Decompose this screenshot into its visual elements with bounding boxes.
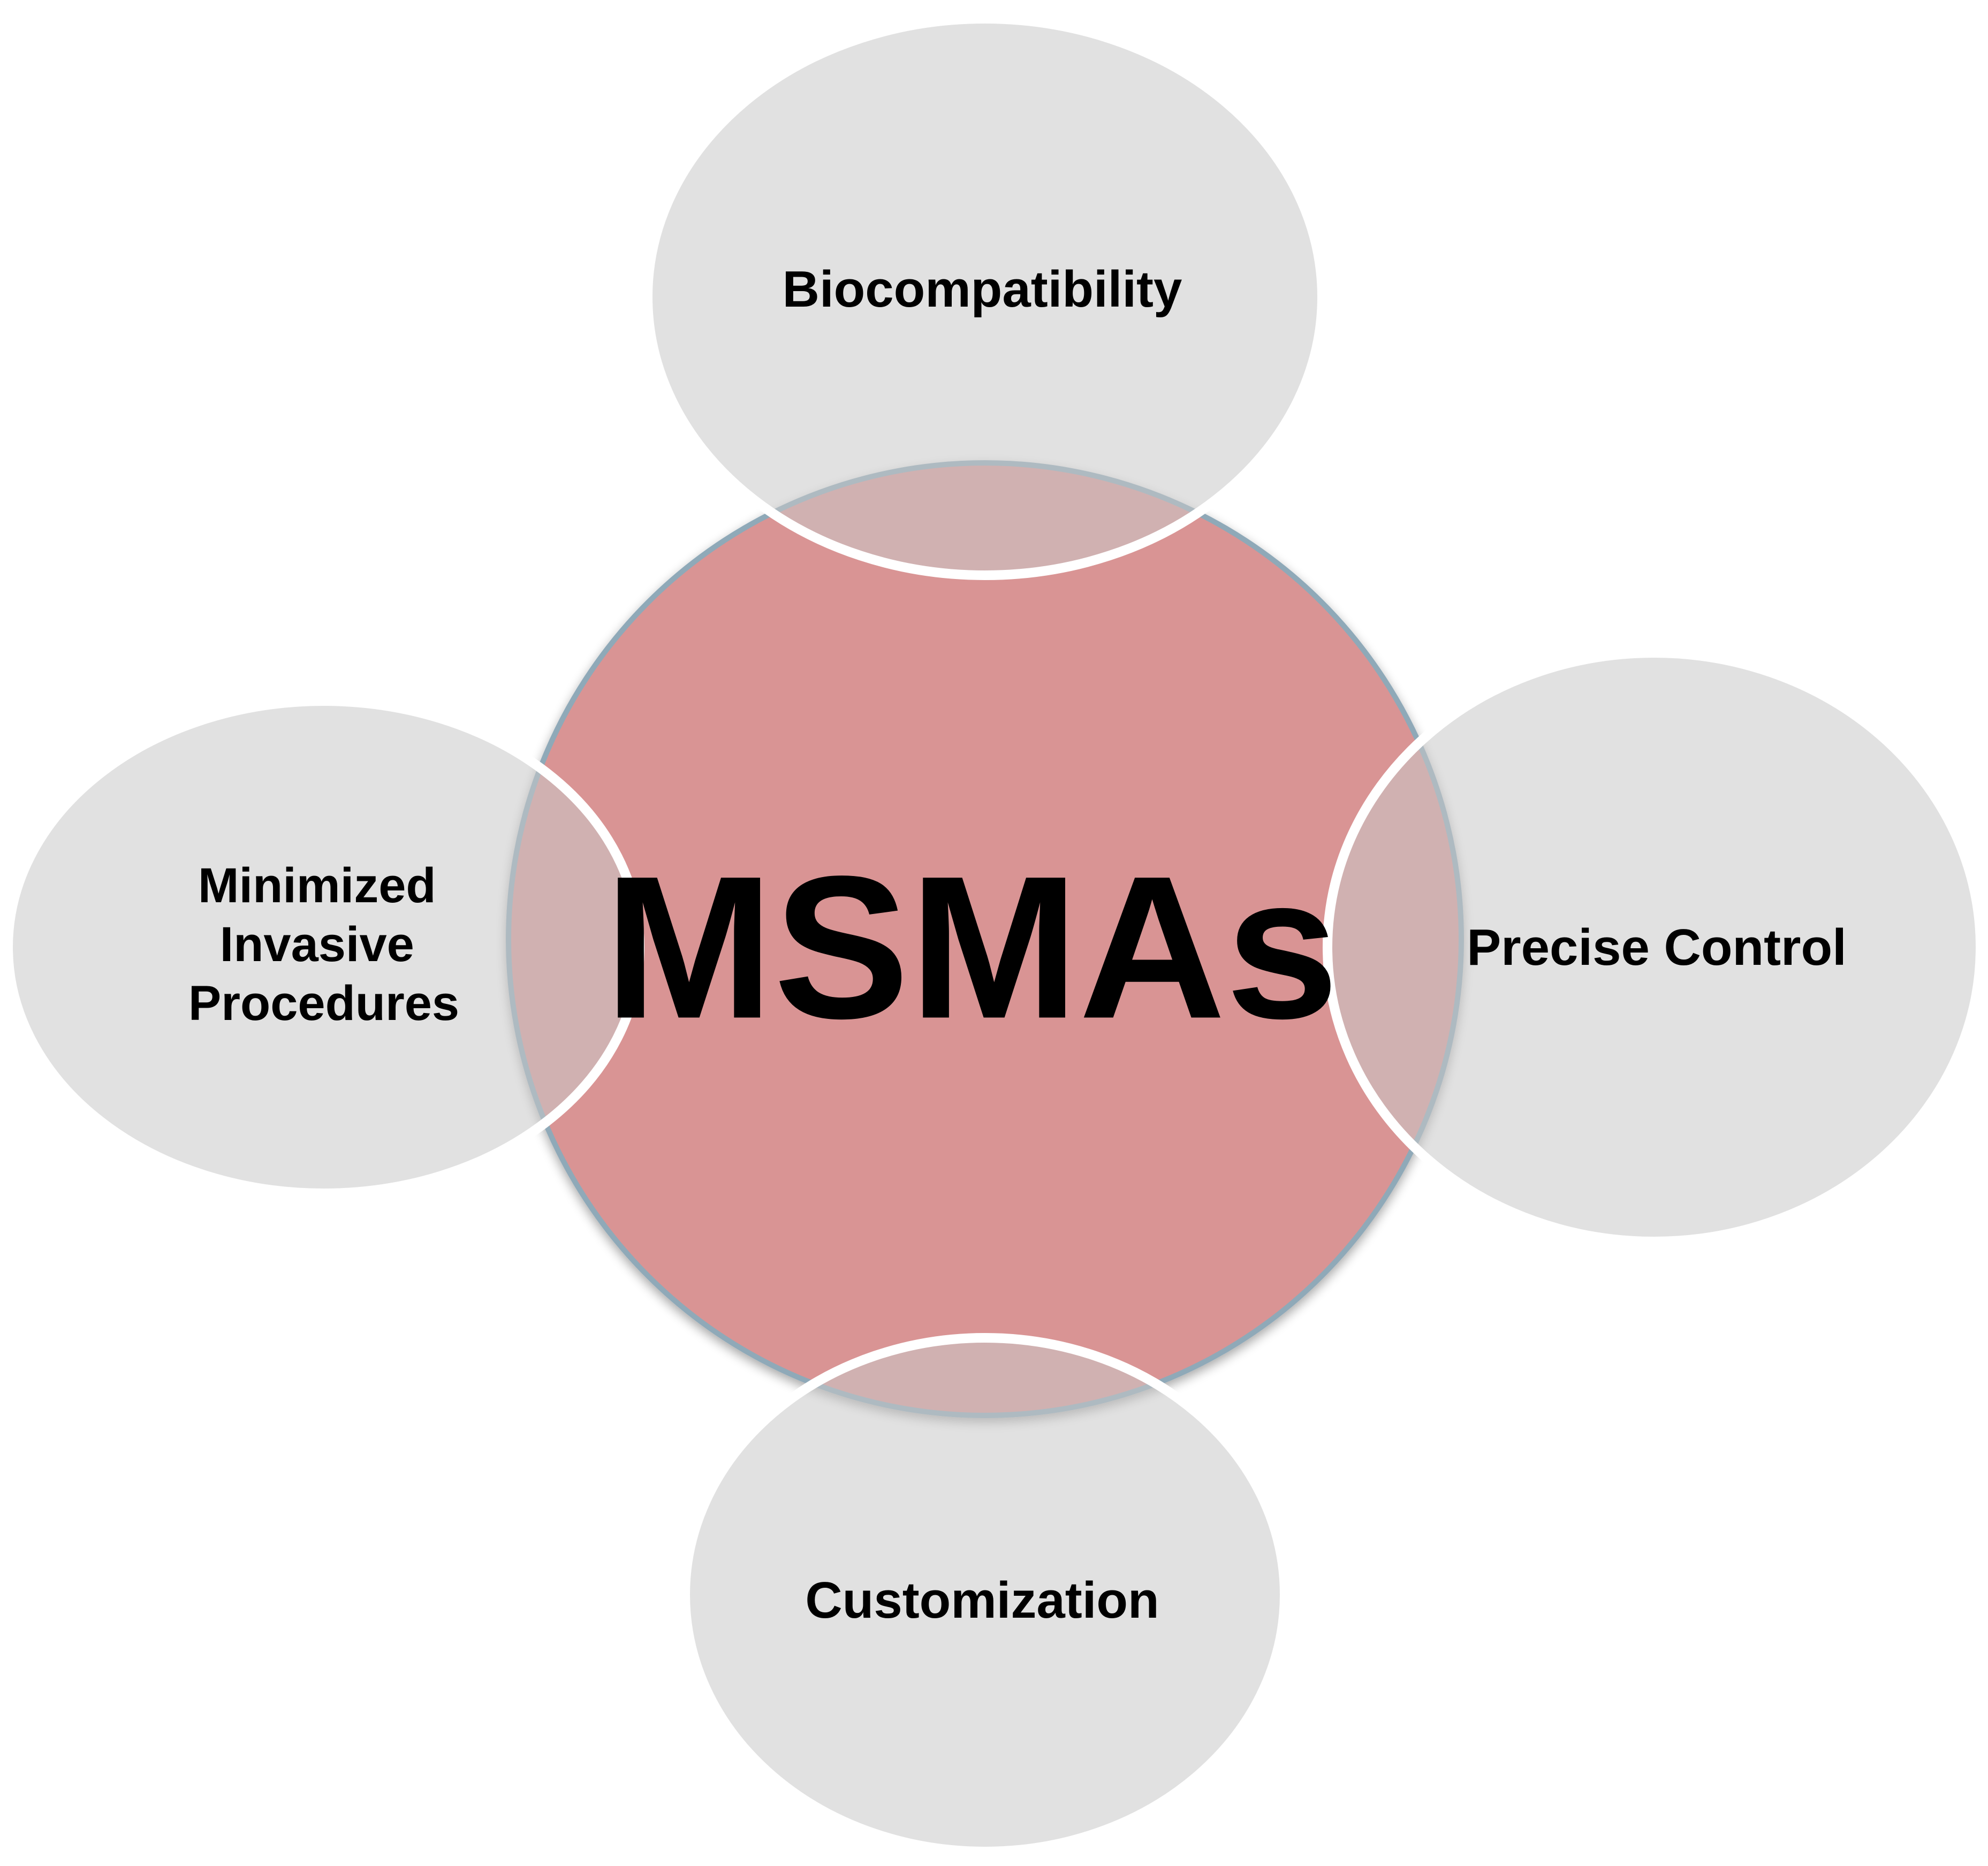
satellite-bottom-ellipse [680, 1333, 1289, 1856]
satellite-right-label-line: Precise Control [1467, 919, 1847, 976]
satellite-bottom-label: Customization [805, 1572, 1159, 1629]
satellite-left-label: Minimized Invasive Procedures [188, 858, 459, 1031]
satellite-top-label: Biocompatibility [783, 261, 1182, 318]
satellite-bottom-label-line: Customization [805, 1572, 1159, 1629]
satellite-top-ellipse [643, 14, 1327, 580]
satellite-top-label-line: Biocompatibility [783, 261, 1182, 318]
satellite-left-label-line-1: Minimized [198, 858, 436, 913]
satellite-right-ellipse [1323, 648, 1985, 1246]
center-label: MSMAs [604, 834, 1339, 1061]
satellite-left-ellipse [3, 696, 644, 1198]
satellite-right-label: Precise Control [1467, 919, 1847, 976]
satellite-left-label-line-3: Procedures [188, 976, 459, 1031]
satellite-left-label-line-2: Invasive [220, 917, 414, 972]
